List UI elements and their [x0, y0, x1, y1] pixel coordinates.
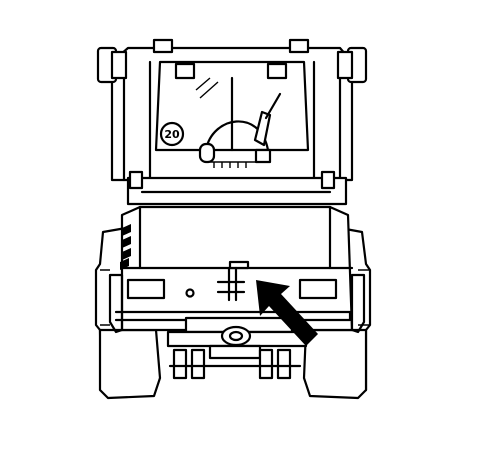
left-mirror — [96, 46, 128, 84]
roof-bracket-right — [288, 38, 310, 54]
hood-details — [198, 142, 272, 168]
right-handle — [320, 170, 336, 190]
left-cab-lamp — [174, 62, 196, 80]
right-cab-lamp — [266, 62, 288, 80]
right-lower-wheel — [302, 328, 368, 400]
left-rear-lamp — [126, 278, 166, 300]
right-rear-lamp — [298, 278, 338, 300]
rear-bracket — [216, 260, 250, 302]
left-handle — [128, 170, 144, 190]
roof-bracket-left — [152, 38, 174, 54]
rear-axle — [166, 316, 308, 380]
speed-sign: 20 — [159, 121, 185, 147]
rear-wiper — [253, 92, 282, 147]
reflector — [185, 288, 195, 298]
speed-sign-label: 20 — [164, 128, 180, 141]
right-mirror — [336, 46, 368, 84]
warning-stripes — [120, 224, 131, 270]
rear-window — [154, 60, 310, 152]
left-lower-wheel — [98, 328, 162, 400]
pointer-arrow — [256, 280, 318, 346]
